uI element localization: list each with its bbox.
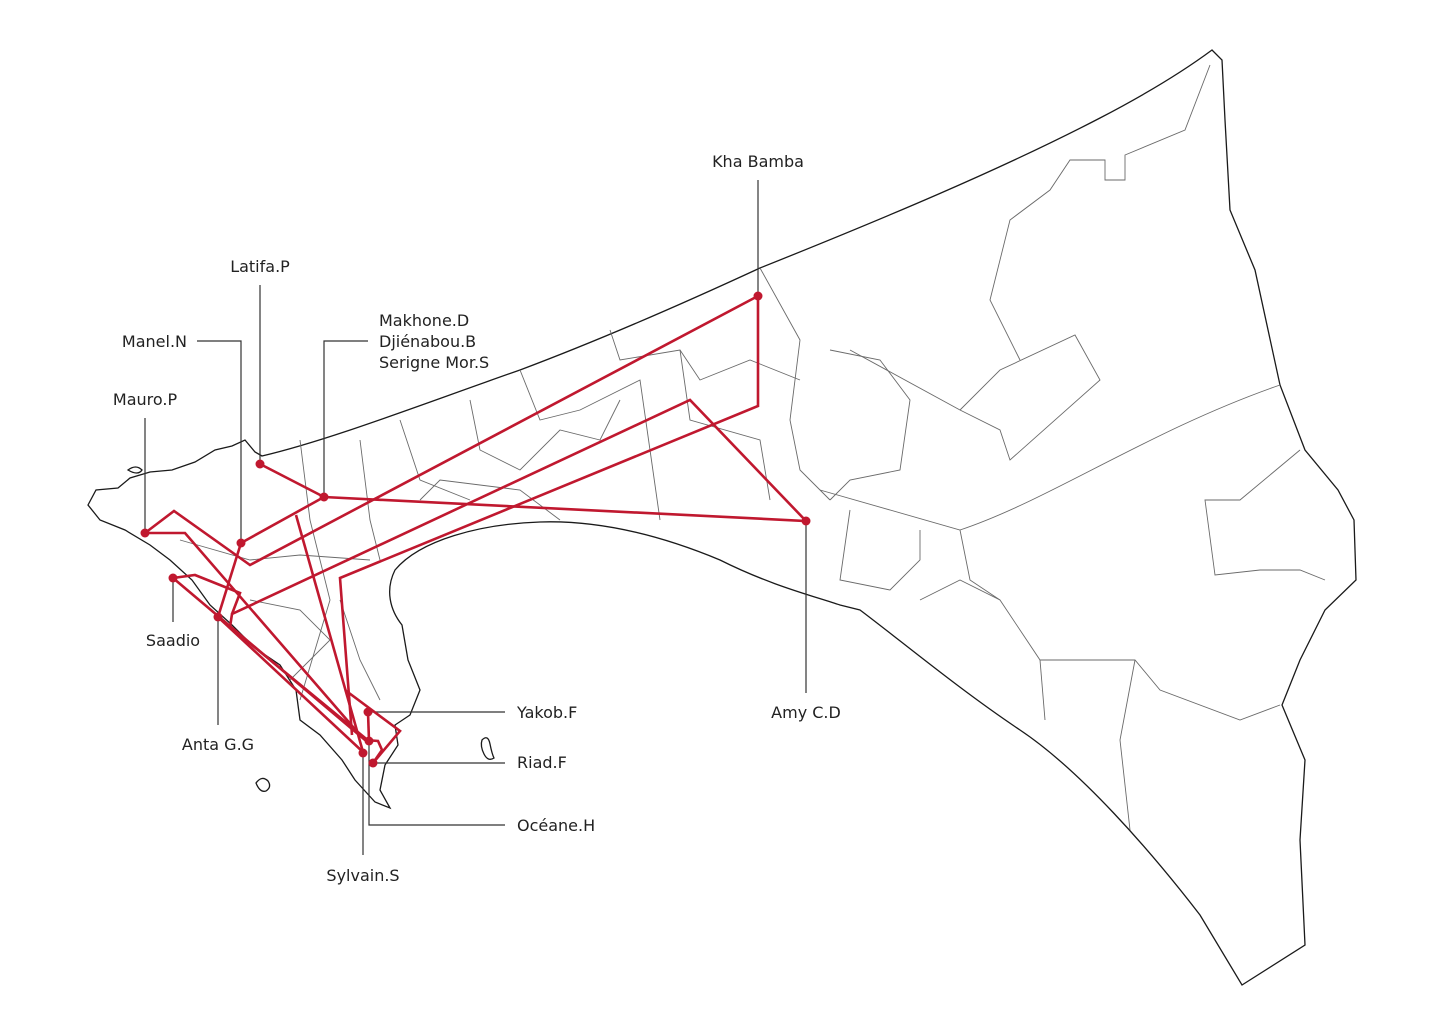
route-points	[140, 291, 811, 768]
route-line	[172, 573, 242, 615]
location-dot-makhone	[319, 492, 329, 502]
label-serigne: Serigne Mor.S	[379, 353, 489, 372]
route-line	[216, 542, 243, 618]
peninsula-outline	[87, 49, 1357, 986]
location-dot-mauro	[140, 528, 150, 538]
label-mauro: Mauro.P	[113, 390, 178, 409]
location-dot-manel	[236, 538, 246, 548]
route-line	[217, 616, 364, 753]
district-boundaries	[179, 64, 1326, 831]
location-dot-sylvain	[358, 748, 368, 758]
route-line	[294, 514, 365, 753]
location-dot-kha-bamba	[753, 291, 763, 301]
label-riad: Riad.F	[517, 753, 567, 772]
coastline	[87, 49, 1357, 986]
islet	[255, 777, 271, 792]
location-dot-anta	[213, 612, 223, 622]
islet	[126, 466, 143, 474]
label-amy: Amy C.D	[771, 703, 841, 722]
label-latifa: Latifa.P	[230, 257, 290, 276]
location-dot-latifa	[255, 459, 265, 469]
islet	[480, 737, 495, 760]
label-saadio: Saadio	[146, 631, 200, 650]
label-yakob: Yakob.F	[516, 703, 577, 722]
location-dot-amy	[801, 516, 811, 526]
label-makhone: Makhone.D	[379, 311, 469, 330]
route-line	[145, 531, 361, 736]
route-line	[228, 398, 810, 744]
label-anta: Anta G.G	[182, 735, 254, 754]
label-sylvain: Sylvain.S	[326, 866, 399, 885]
label-manel: Manel.N	[122, 332, 187, 351]
labels: Kha Bamba Latifa.P Manel.N Makhone.D Dji…	[113, 152, 841, 885]
label-djienabou: Djiénabou.B	[379, 332, 476, 351]
location-dot-saadio	[168, 573, 178, 583]
location-dot-oceane	[364, 736, 374, 746]
label-kha-bamba: Kha Bamba	[712, 152, 804, 171]
route-line	[366, 711, 371, 742]
location-dot-yakob	[363, 707, 373, 717]
route-line	[240, 495, 325, 545]
location-dot-riad	[368, 758, 378, 768]
leader-lines	[144, 180, 807, 855]
label-oceane: Océane.H	[517, 816, 595, 835]
